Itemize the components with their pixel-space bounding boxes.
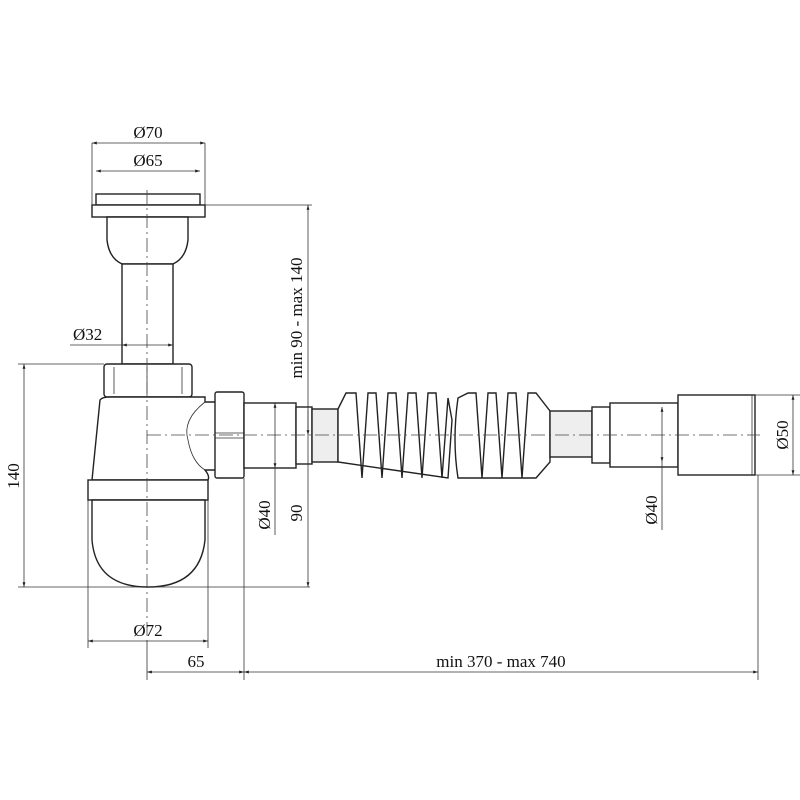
label-outlet-diameter-left: Ø40: [255, 500, 274, 529]
label-length-range: min 370 - max 740: [436, 652, 565, 671]
label-end-diameter: Ø50: [773, 420, 792, 449]
label-outlet-height: 90: [287, 505, 306, 522]
dimension-lines: [18, 141, 800, 680]
label-height-range: min 90 - max 140: [287, 258, 306, 379]
label-top-inner-diameter: Ø65: [133, 151, 162, 170]
label-bowl-diameter: Ø72: [133, 621, 162, 640]
label-height-total: 140: [4, 463, 23, 489]
label-outlet-offset: 65: [188, 652, 205, 671]
label-top-outer-diameter: Ø70: [133, 123, 162, 142]
siphon-body: [87, 193, 339, 588]
corrugated-hose: [337, 392, 756, 479]
label-tube-diameter: Ø32: [73, 325, 102, 344]
label-outlet-diameter-right: Ø40: [642, 495, 661, 524]
